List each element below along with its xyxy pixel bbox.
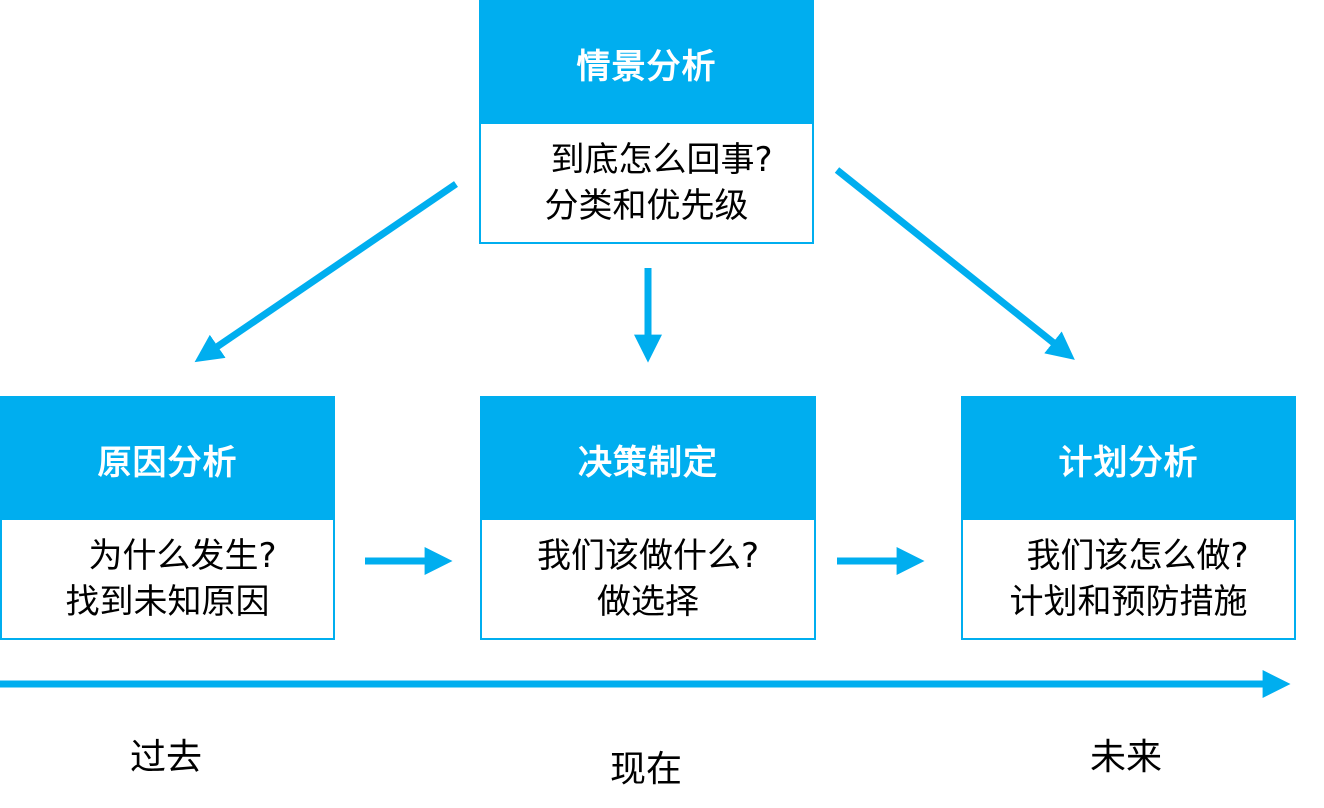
decision-making-question: 我们该做什么? — [536, 536, 760, 576]
timeline-label-past: 过去 — [130, 737, 203, 778]
arrow-situation-to-cause — [194, 181, 458, 363]
cause-analysis-box: 原因分析 为什么发生? 找到未知原因 — [0, 396, 335, 640]
cause-analysis-body: 为什么发生? 找到未知原因 — [2, 520, 333, 638]
timeline-label-future: 未来 — [1090, 737, 1163, 778]
situation-analysis-description: 分类和优先级 — [544, 186, 749, 226]
plan-analysis-question: 我们该怎么做? — [1026, 536, 1249, 576]
situation-analysis-body: 到底怎么回事? 分类和优先级 — [481, 124, 812, 242]
decision-making-box: 决策制定 我们该做什么? 做选择 — [480, 396, 816, 640]
timeline-label-present: 现在 — [610, 749, 683, 790]
plan-analysis-description: 计划和预防措施 — [1009, 582, 1248, 622]
cause-analysis-title: 原因分析 — [2, 398, 333, 520]
situation-analysis-box: 情景分析 到底怎么回事? 分类和优先级 — [479, 0, 814, 244]
situation-analysis-question: 到底怎么回事? — [550, 140, 773, 180]
plan-analysis-box: 计划分析 我们该怎么做? 计划和预防措施 — [961, 396, 1296, 640]
plan-analysis-title: 计划分析 — [963, 398, 1294, 520]
decision-making-description: 做选择 — [597, 582, 699, 622]
decision-making-title: 决策制定 — [482, 398, 814, 520]
situation-analysis-title: 情景分析 — [481, 2, 812, 124]
cause-analysis-description: 找到未知原因 — [65, 582, 270, 622]
plan-analysis-body: 我们该怎么做? 计划和预防措施 — [963, 520, 1294, 638]
arrow-situation-to-plan — [834, 167, 1075, 360]
decision-making-body: 我们该做什么? 做选择 — [482, 520, 814, 638]
cause-analysis-question: 为什么发生? — [88, 536, 277, 576]
